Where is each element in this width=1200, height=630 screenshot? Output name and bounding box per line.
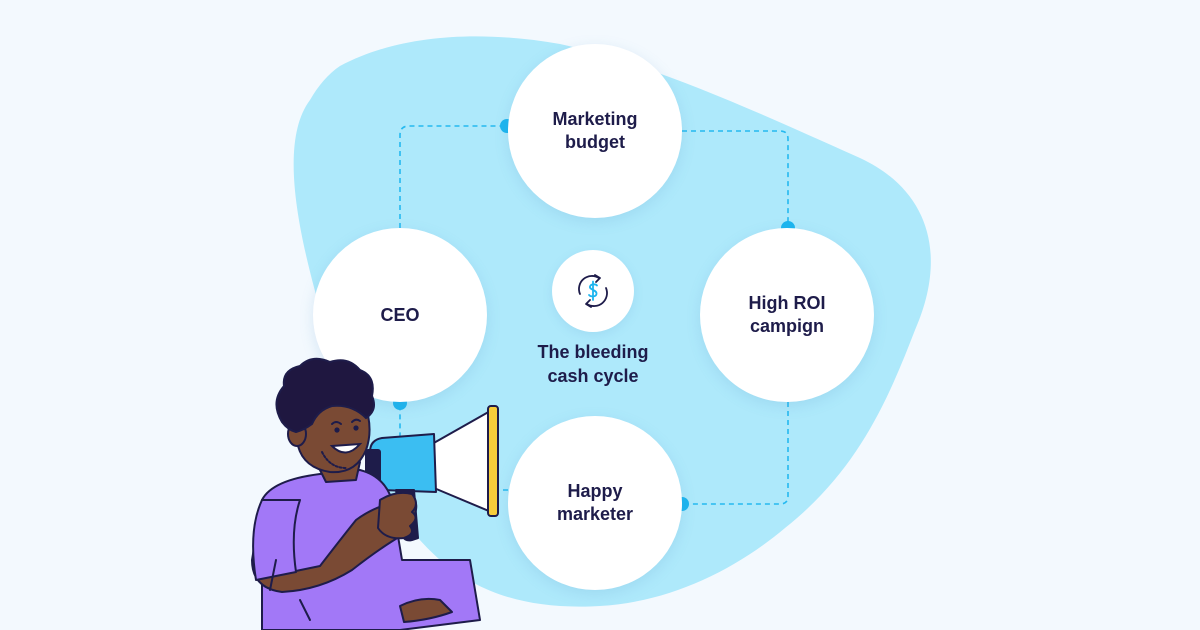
- center-label: The bleeding cash cycle: [537, 342, 649, 386]
- dollar-cycle-icon: [552, 250, 634, 332]
- person-hair: [275, 357, 375, 434]
- connector-roi-to-marketer: [682, 402, 789, 505]
- node-ceo-label: CEO: [380, 304, 420, 325]
- node-happy-marketer: Happy marketer: [508, 416, 682, 590]
- node-high-roi-label: High ROI campign: [748, 293, 826, 336]
- megaphone-icon: [365, 405, 499, 542]
- dollar-cycle-icon-graphic: [578, 274, 608, 308]
- person-face: [321, 418, 363, 469]
- node-high-roi-campaign: High ROI campign: [700, 228, 874, 402]
- node-marketing-budget: Marketing budget: [508, 44, 682, 218]
- person-hand: [377, 491, 417, 540]
- node-happy-marketer-label: Happy marketer: [556, 481, 634, 524]
- person-hip-hand: [399, 597, 453, 623]
- connector-budget-to-roi: [682, 130, 789, 228]
- node-marketing-budget-label: Marketing budget: [552, 109, 638, 152]
- connector-ceo-to-budget: [399, 125, 506, 228]
- person-sleeve: [252, 499, 301, 581]
- person-shirt-fold: [269, 559, 311, 621]
